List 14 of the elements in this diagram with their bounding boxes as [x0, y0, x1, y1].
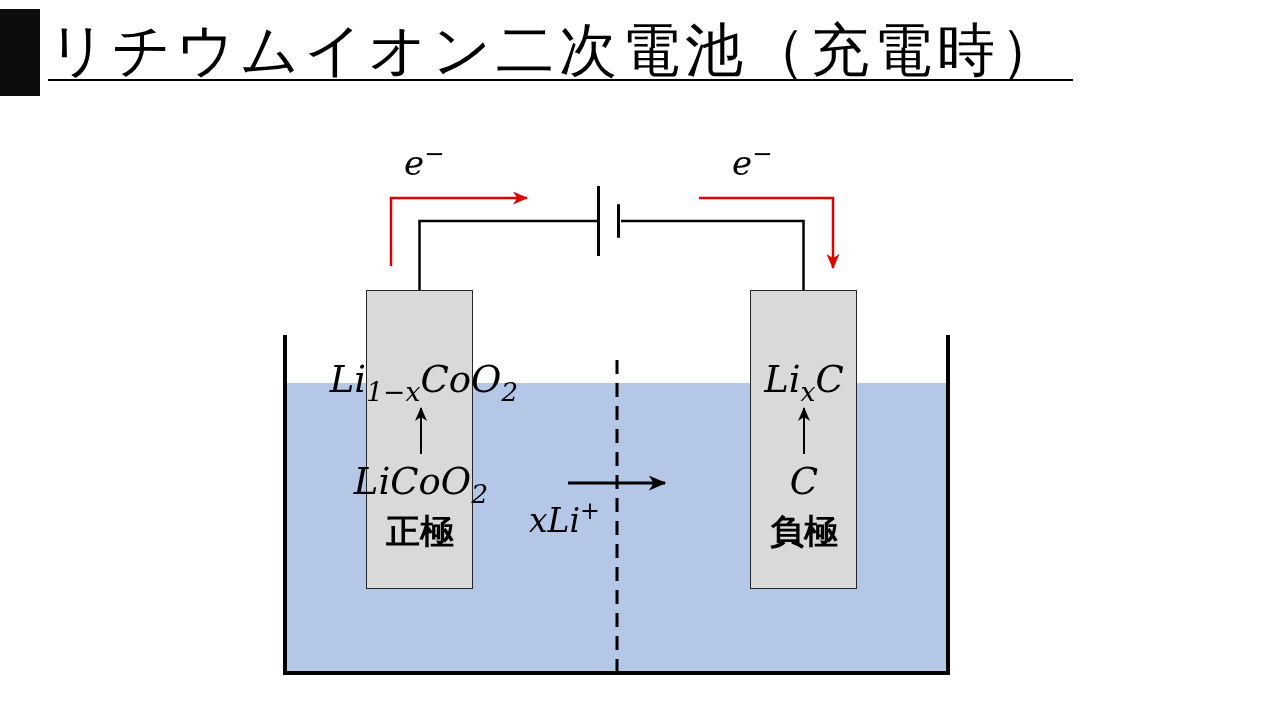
wire	[418, 219, 597, 290]
math-label: xLi$^{+}$	[529, 499, 600, 542]
math-label: e$^{−}$	[732, 141, 773, 185]
wire	[621, 219, 805, 290]
electrode-label: 正極	[385, 511, 454, 551]
arrow	[798, 407, 810, 455]
math-label: e$^{−}$	[404, 141, 445, 185]
formula-text: C	[789, 454, 819, 510]
formula-text: Li$_{x}$C	[764, 352, 844, 408]
battery-symbol	[597, 186, 621, 256]
arrow	[415, 407, 427, 455]
electrode-label: 負極	[769, 511, 838, 551]
electrode-box	[750, 290, 857, 589]
title: リチウムイオン二次電池（充電時）	[0, 9, 1073, 96]
